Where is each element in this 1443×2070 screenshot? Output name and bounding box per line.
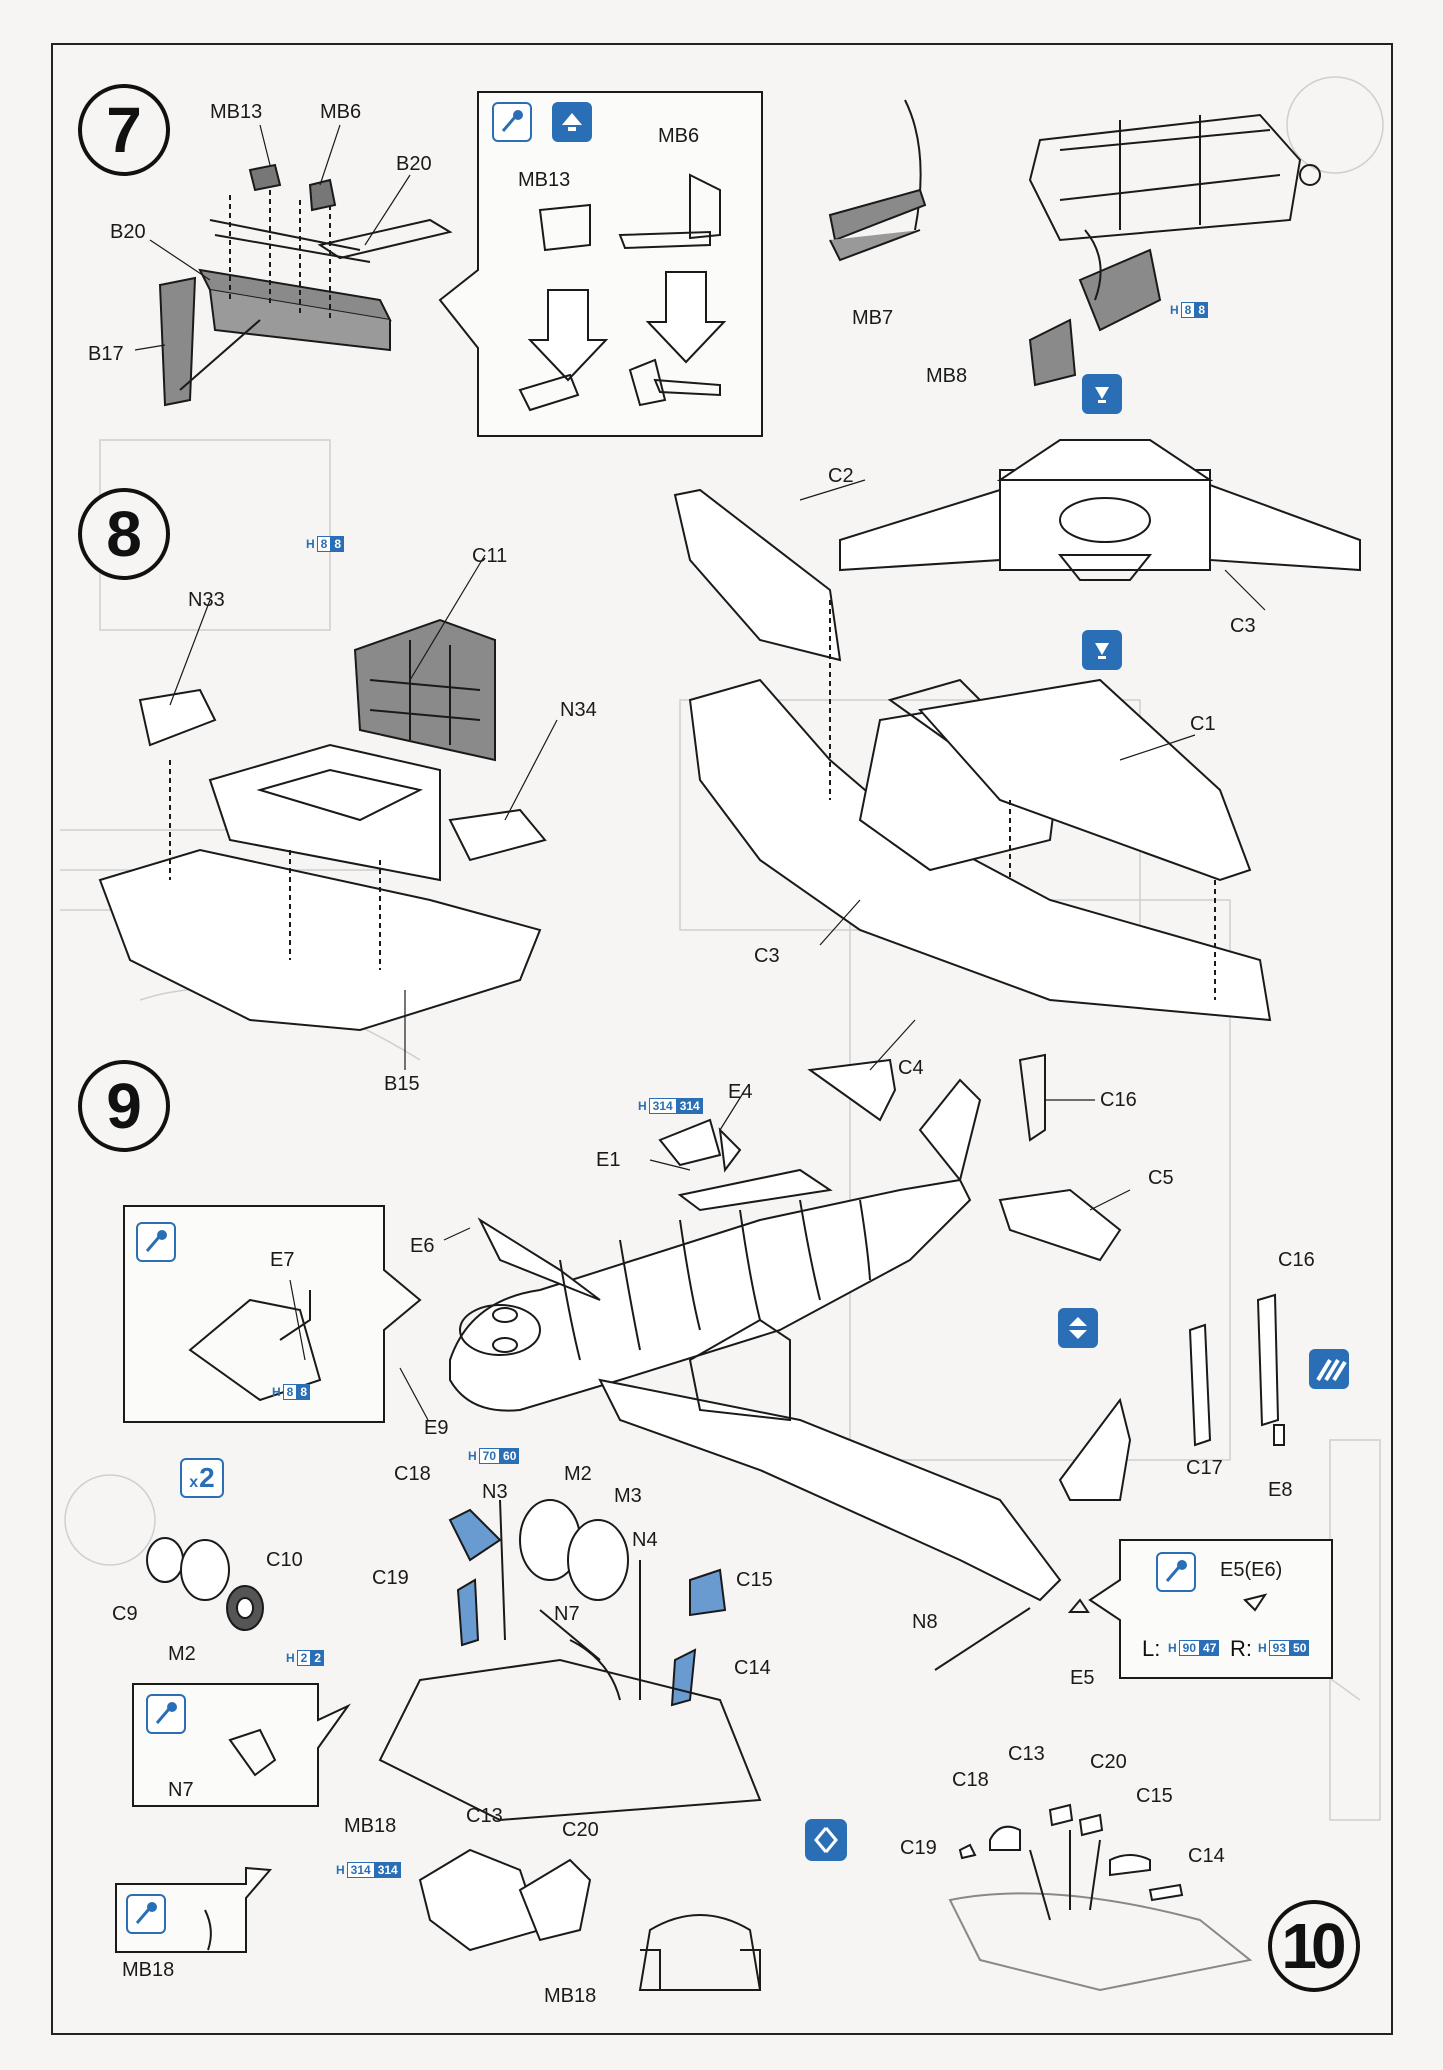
paint-icon [492,102,532,142]
part-label: C4 [898,1057,924,1079]
part-label: C16 [1278,1249,1315,1271]
cement-icon [1082,630,1122,670]
step9-tail-detail [1058,1293,1349,1501]
step9-e7-detail-box [123,1205,422,1423]
part-label: C3 [754,945,780,967]
cement-icon [552,102,592,142]
paint-icon [1156,1552,1196,1592]
part-label: MB7 [852,307,894,329]
part-label: C19 [372,1567,409,1589]
part-label: E5(E6) [1220,1559,1283,1581]
part-label: C15 [736,1569,773,1591]
part-label: MB6 [658,125,700,147]
page-frame [51,43,1393,2035]
part-label: C18 [394,1463,431,1485]
part-label: C11 [472,545,508,567]
part-label: E9 [424,1417,449,1439]
part-label: E4 [728,1081,753,1103]
part-label: N3 [482,1481,508,1503]
flip-icon [1058,1308,1098,1348]
step7-detail-box [438,91,763,437]
part-label: N33 [188,589,225,611]
part-label: C19 [900,1837,937,1859]
part-label: N4 [632,1529,658,1551]
part-label: M2 [564,1463,592,1485]
part-label: B20 [396,153,432,175]
part-label: C16 [1100,1089,1137,1111]
part-label: C1 [1190,713,1216,735]
part-label: N7 [168,1779,194,1801]
right-label: R: [1230,1636,1252,1661]
part-label: C9 [112,1603,138,1625]
part-label: N8 [912,1611,938,1633]
part-label: MB13 [210,101,263,123]
part-label: MB6 [320,101,362,123]
step10-gear-doors [805,1803,1253,1992]
part-label: M3 [614,1485,642,1507]
step-9-number: 9 [78,1060,170,1152]
step8-wing-assembly [673,488,1272,1022]
part-label: E7 [270,1249,295,1271]
part-label: C14 [734,1657,771,1679]
part-label: MB13 [518,169,571,191]
part-label: B17 [88,343,124,365]
step8-wing-topview [839,439,1361,581]
part-label: E5 [1070,1667,1095,1689]
part-label: E6 [410,1235,435,1257]
part-label: B20 [110,221,146,243]
part-label: E8 [1268,1479,1293,1501]
part-label: MB18 [122,1959,175,1981]
part-label: C10 [266,1549,303,1571]
part-label: C13 [466,1805,503,1827]
step-10-number: 10 [1268,1900,1360,1992]
step-7-number: 7 [78,84,170,176]
part-label: N34 [560,699,597,721]
step7-seat-assembly [158,163,453,407]
part-label: C14 [1188,1845,1225,1867]
part-label: C20 [562,1819,599,1841]
step9-n7-detail-box [132,1683,352,1807]
part-label: C2 [828,465,854,487]
step8-cockpit-assembly [98,618,547,1032]
part-label: C20 [1090,1751,1127,1773]
part-label: C3 [1230,615,1256,637]
paint-icon [136,1222,176,1262]
step9-fuselage [449,1053,1122,1602]
paint-icon [126,1894,166,1934]
paint-icon [146,1694,186,1734]
part-label: E1 [596,1149,621,1171]
part-label: MB18 [544,1985,597,2007]
step9-gear-bay [418,1848,762,1991]
part-label: C18 [952,1769,989,1791]
part-label: C15 [1136,1785,1173,1807]
step7-frame-parts [828,99,1321,387]
part-label: MB18 [344,1815,397,1837]
cement-icon [1082,374,1122,414]
step9-landing-gear [146,1499,762,1822]
left-label: L: [1142,1636,1161,1661]
part-label: C5 [1148,1167,1174,1189]
part-label: M2 [168,1643,196,1665]
part-label: B15 [384,1073,420,1095]
part-label: C17 [1186,1457,1223,1479]
leader-lines [134,124,1266,1421]
part-label: N7 [554,1603,580,1625]
step-8-number: 8 [78,488,170,580]
part-label: C13 [1008,1743,1045,1765]
part-label: MB8 [926,365,968,387]
